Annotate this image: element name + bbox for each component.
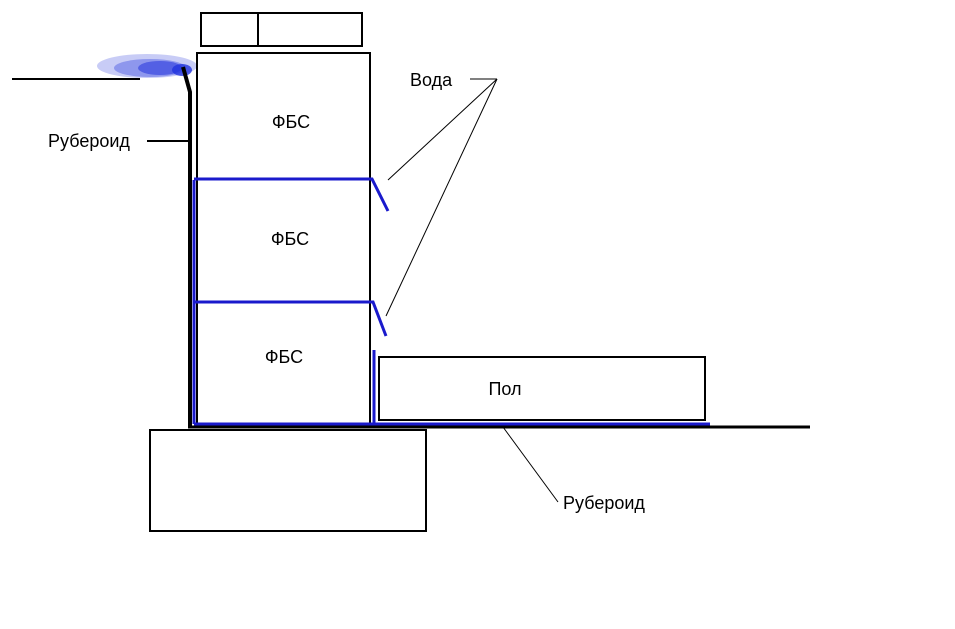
foundation-footing xyxy=(149,429,427,532)
floor-label: Пол xyxy=(488,379,521,399)
wall-roofing-felt-line xyxy=(181,66,192,427)
water-label: Вода xyxy=(410,70,453,90)
fbs-block-3-label: ФБС xyxy=(265,347,303,367)
soil-spray xyxy=(97,54,197,78)
water-lines xyxy=(192,177,710,426)
fbs-block-2-label: ФБС xyxy=(271,229,309,249)
roofing-felt-floor-label: Рубероид xyxy=(563,493,645,513)
roofing-felt-wall-label: Рубероид xyxy=(48,131,130,151)
floor-slab xyxy=(378,356,706,421)
fbs-block-1-label: ФБС xyxy=(272,112,310,132)
fbs-block-1 xyxy=(196,52,371,180)
fbs-block-2 xyxy=(196,178,371,303)
roofing-felt-floor-leader xyxy=(502,426,559,503)
top-cap-block-left xyxy=(200,12,259,47)
water-leader-lines xyxy=(385,78,498,317)
top-cap-block-right xyxy=(257,12,363,47)
